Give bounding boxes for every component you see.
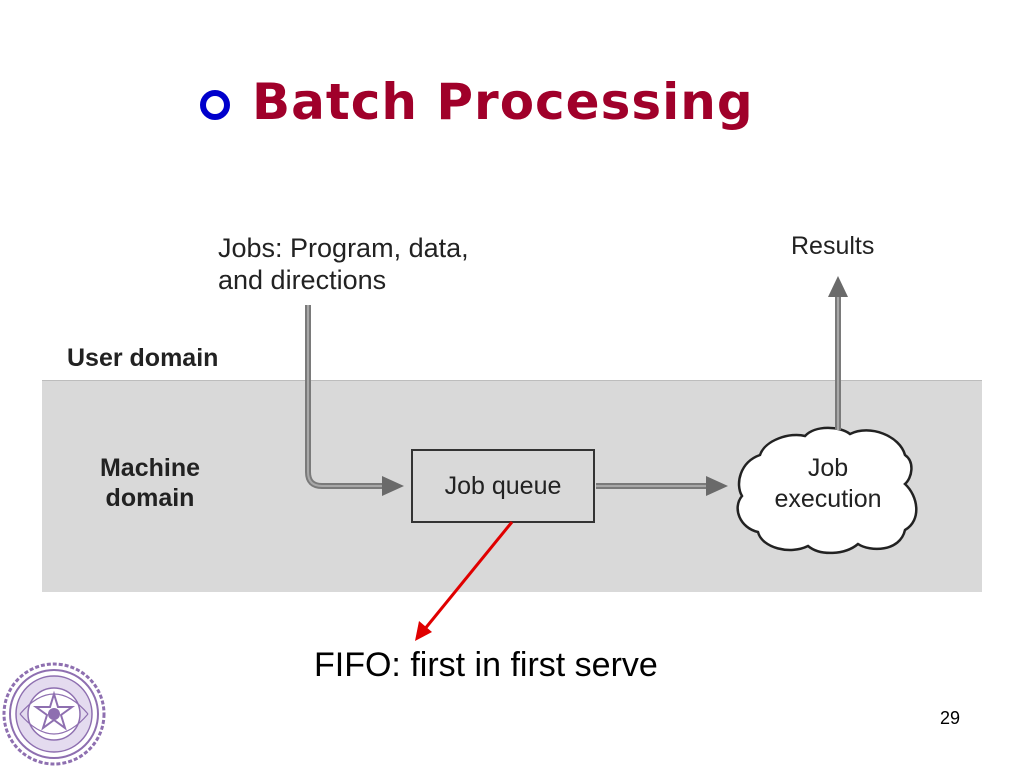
- results-label: Results: [791, 232, 875, 260]
- university-seal-icon: [2, 662, 106, 766]
- job-execution-line1: Job: [807, 454, 849, 482]
- job-queue-box: [411, 449, 595, 523]
- job-execution-line2: execution: [774, 485, 882, 513]
- jobs-label-line2: and directions: [218, 265, 387, 295]
- page-number: 29: [940, 708, 961, 728]
- title-text: Batch Processing: [252, 73, 754, 131]
- jobs-label: Jobs: Program, data, and directions: [218, 232, 469, 296]
- machine-domain-label: Machine domain: [70, 453, 230, 513]
- jobs-label-line1: Jobs: Program, data,: [218, 233, 469, 263]
- results-arrow: [828, 276, 848, 430]
- circle-bullet-icon: [200, 90, 230, 120]
- queue-to-execution-arrow: [596, 476, 728, 496]
- job-execution-label: Job execution: [745, 453, 911, 515]
- fifo-annotation-arrow: [415, 521, 514, 641]
- jobs-flow-arrow: [305, 305, 404, 496]
- job-execution-cloud: [736, 426, 918, 555]
- slide-title: Batch Processing: [200, 62, 754, 142]
- user-domain-label: User domain: [67, 344, 219, 372]
- machine-domain-line2: domain: [105, 484, 195, 512]
- fifo-annotation: FIFO: first in first serve: [314, 646, 658, 684]
- job-queue-label: Job queue: [444, 471, 562, 500]
- machine-domain-line1: Machine: [99, 454, 201, 482]
